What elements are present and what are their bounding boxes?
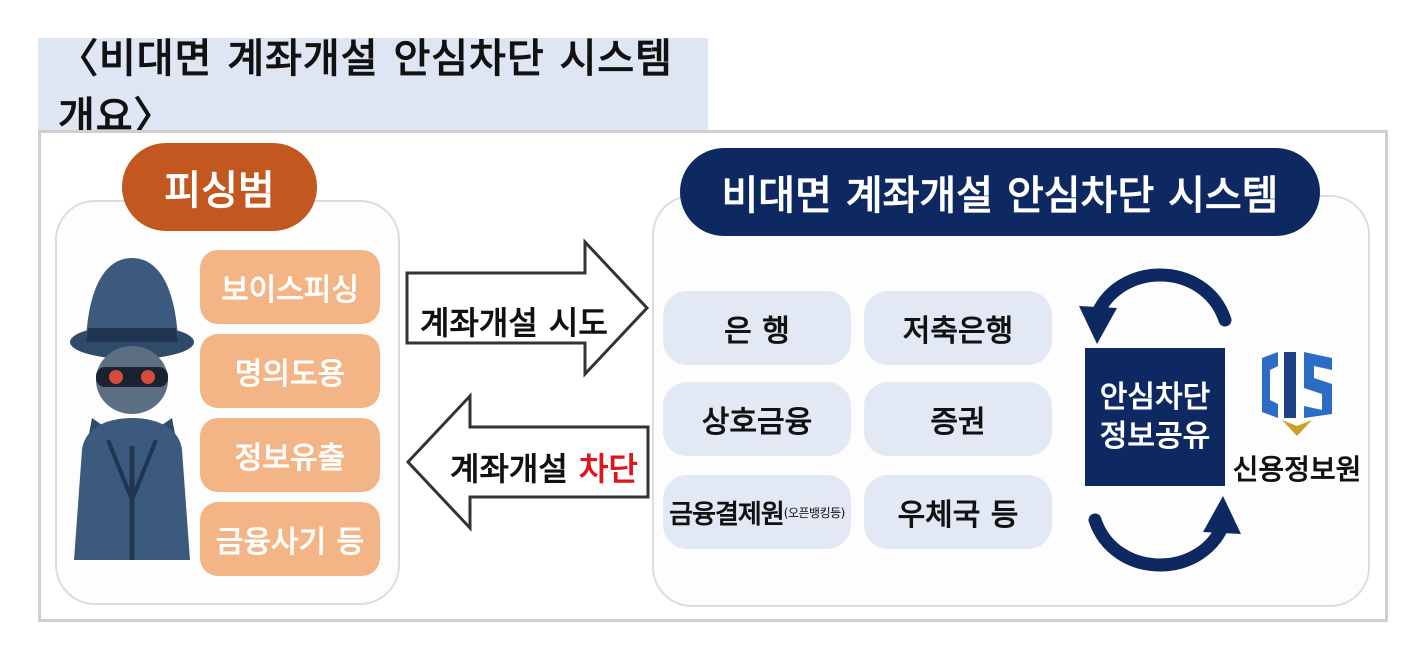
crime-item-voice-phishing: 보이스피싱 <box>200 250 380 324</box>
arrow-label-attempt: 계좌개설 시도 <box>420 304 608 342</box>
inst-kftc-label: 금융결제원 <box>669 499 785 530</box>
arrow-label-block-highlight: 차단 <box>578 450 638 488</box>
crime-item-identity-theft: 명의도용 <box>200 334 380 408</box>
phisher-title: 피싱범 <box>122 143 317 231</box>
arrow-label-block: 계좌개설 차단 <box>450 444 638 490</box>
arrow-left-icon <box>405 392 650 532</box>
inst-savings-bank: 저축은행 <box>864 291 1052 365</box>
crime-item-financial-fraud: 금융사기 등 <box>200 502 380 576</box>
system-title: 비대면 계좌개설 안심차단 시스템 <box>680 148 1320 236</box>
cis-logo-icon <box>1262 352 1332 436</box>
arrow-right-icon <box>405 238 650 378</box>
inst-kftc: 금융결제원(오픈뱅킹등) <box>663 475 851 549</box>
info-sharing-box: 안심차단 정보공유 <box>1085 348 1225 486</box>
info-sharing-line1: 안심차단 <box>1099 380 1211 415</box>
diagram-title: 〈비대면 계좌개설 안심차단 시스템 개요〉 <box>38 36 708 140</box>
cycle-arrows-icon <box>1079 268 1241 572</box>
agency-name: 신용정보원 <box>1232 453 1362 486</box>
inst-kftc-note: (오픈뱅킹등) <box>783 505 846 520</box>
inst-mutual-finance: 상호금융 <box>663 382 851 456</box>
inst-post-office: 우체국 등 <box>864 475 1052 549</box>
info-sharing-line2: 정보공유 <box>1099 419 1211 454</box>
crime-item-data-leak: 정보유출 <box>200 418 380 492</box>
inst-securities: 증권 <box>864 382 1052 456</box>
inst-bank: 은 행 <box>663 291 851 365</box>
arrow-label-block-prefix: 계좌개설 <box>450 450 579 488</box>
spy-icon <box>70 258 194 560</box>
